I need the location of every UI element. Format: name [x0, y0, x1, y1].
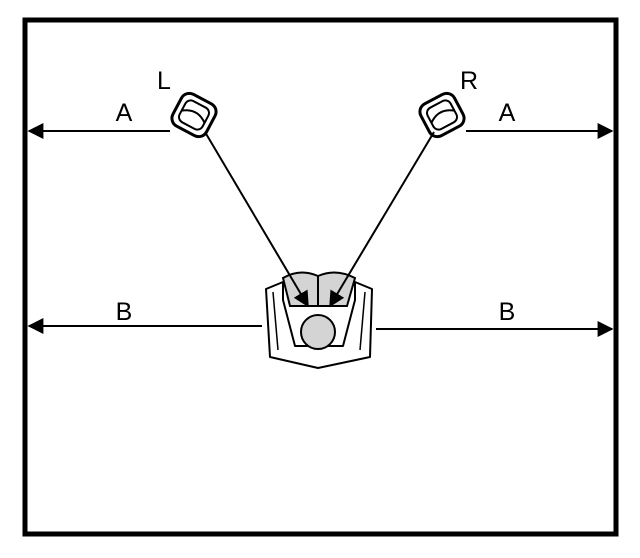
- room-border: [22, 17, 619, 537]
- distance-a-right-label: A: [499, 99, 516, 127]
- right-speaker-icon: [418, 91, 466, 139]
- left-speaker-to-listener-arrow: [204, 131, 309, 308]
- distance-b-left-label: B: [116, 298, 133, 326]
- left-speaker-label: L: [157, 67, 171, 95]
- distance-b-right-label: B: [499, 298, 516, 326]
- left-speaker-icon: [170, 91, 218, 139]
- right-speaker-label: R: [460, 67, 478, 95]
- listener-head: [300, 314, 336, 350]
- distance-a-left-label: A: [116, 99, 133, 127]
- right-speaker-to-listener-arrow: [329, 131, 435, 308]
